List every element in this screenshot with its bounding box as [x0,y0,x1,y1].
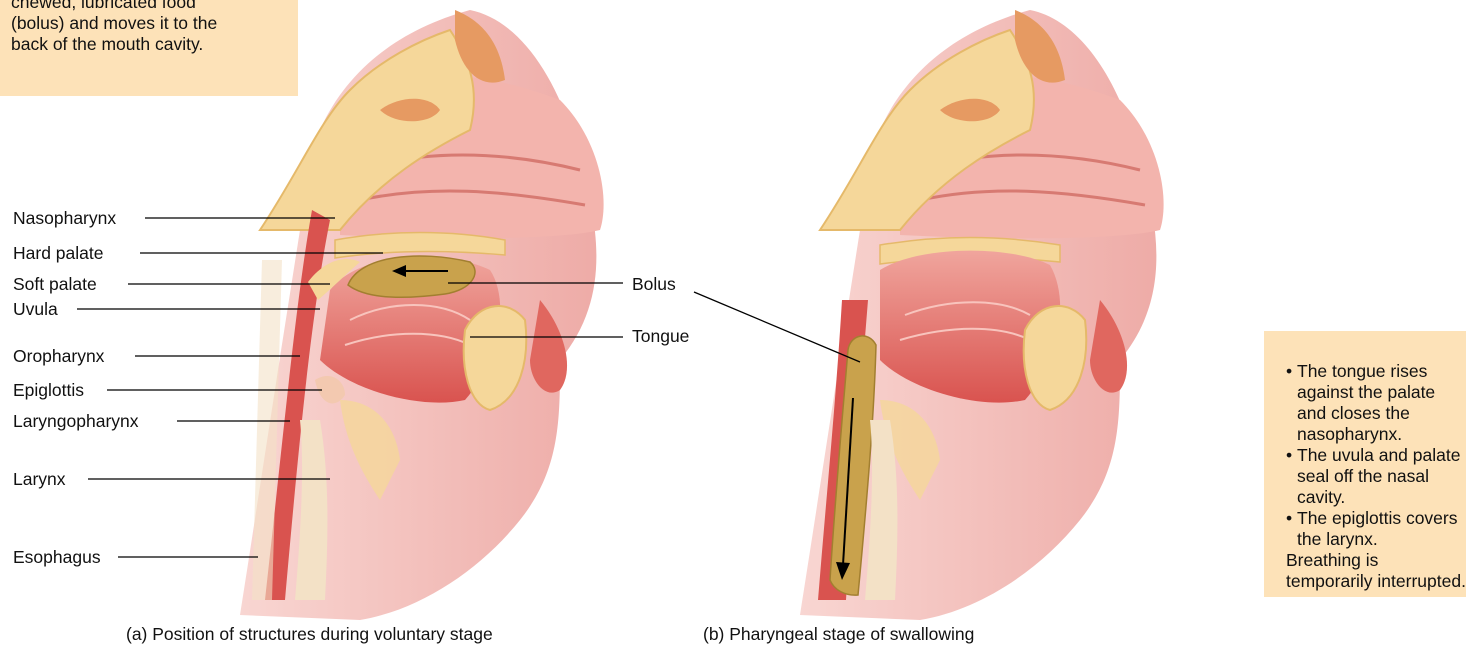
label-bolus: Bolus [632,274,676,294]
right-note: •The tongue rises against the palate and… [1264,331,1466,597]
right-note-text: The epiglottis covers the larynx. [1297,508,1458,549]
caption-b: (b) Pharyngeal stage of swallowing [703,624,974,644]
label-hard-palate: Hard palate [13,243,103,263]
label-esophagus: Esophagus [13,547,101,567]
right-note-text: The uvula and palate seal off the nasal … [1297,445,1460,507]
right-note-item: •The epiglottis covers the larynx. [1286,508,1466,550]
label-epiglottis: Epiglottis [13,380,84,400]
right-note-list: •The tongue rises against the palate and… [1286,361,1466,550]
right-note-text: The tongue rises against the palate and … [1297,361,1435,444]
top-note-line: chewed, lubricated food [11,0,298,13]
bullet-icon: • [1286,445,1297,466]
label-oropharynx: Oropharynx [13,346,104,366]
right-note-item: •The uvula and palate seal off the nasal… [1286,445,1466,508]
label-tongue: Tongue [632,326,689,346]
bullet-icon: • [1286,508,1297,529]
bullet-icon: • [1286,361,1297,382]
label-nasopharynx: Nasopharynx [13,208,116,228]
label-soft-palate: Soft palate [13,274,97,294]
top-note-line: (bolus) and moves it to the [11,13,298,34]
head-section-a [240,10,604,620]
right-note-tail: Breathing is temporarily interrupted. [1286,550,1466,592]
label-uvula: Uvula [13,299,58,319]
label-laryngopharynx: Laryngopharynx [13,411,139,431]
right-note-item: •The tongue rises against the palate and… [1286,361,1466,445]
label-larynx: Larynx [13,469,66,489]
top-note: chewed, lubricated food (bolus) and move… [0,0,298,96]
head-section-b [800,10,1164,620]
top-note-line: back of the mouth cavity. [11,34,298,55]
caption-a: (a) Position of structures during volunt… [126,624,493,644]
